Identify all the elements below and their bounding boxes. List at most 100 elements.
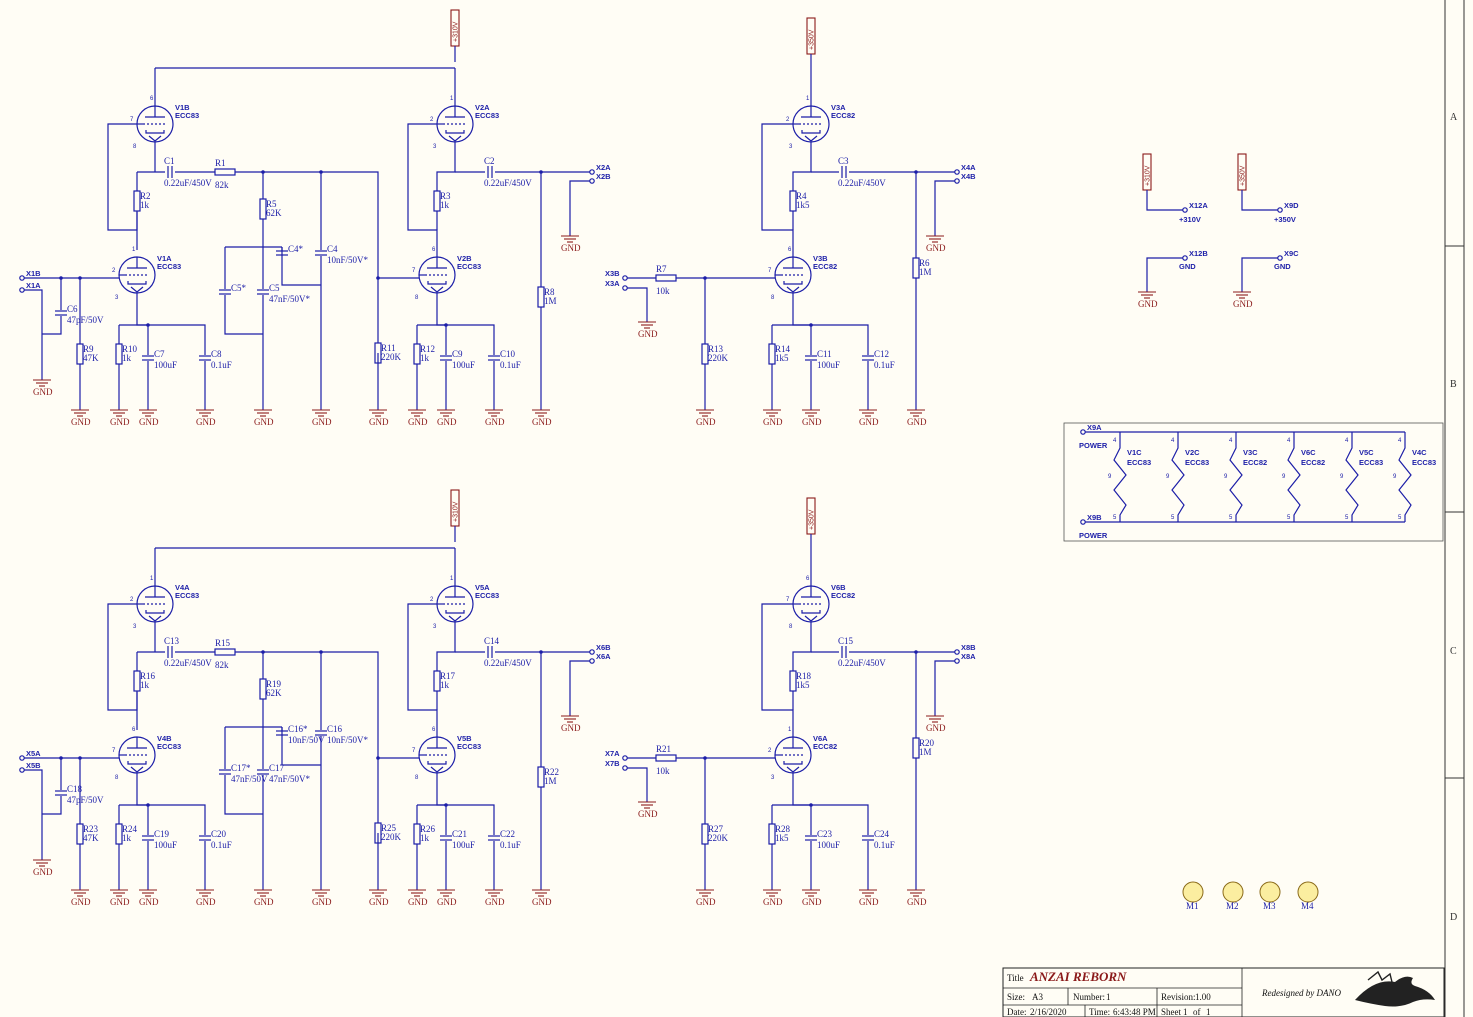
triode-heater (430, 286, 444, 293)
mounting-hole-icon (1222, 881, 1244, 903)
component-value: 100uF (154, 840, 177, 850)
component-ref: C17* (231, 763, 251, 773)
connector-X12B[interactable] (1182, 255, 1188, 261)
connector-X6A[interactable] (589, 658, 595, 664)
wire (407, 603, 438, 737)
component-value: 100uF (817, 360, 840, 370)
connector-X9A[interactable] (1080, 429, 1086, 435)
ground-label: GND (696, 897, 716, 907)
connector-label: X9B (1087, 513, 1102, 522)
triode-heater (448, 615, 462, 622)
triode-heater (148, 615, 162, 622)
ground-label: GND (926, 723, 946, 733)
zone-label: A (1450, 112, 1458, 123)
connector-label: X4A (961, 163, 976, 172)
pin-number: 9 (1282, 474, 1286, 480)
pin-number: 7 (768, 268, 772, 274)
ground-label: GND (110, 417, 130, 427)
wire (1241, 257, 1278, 286)
pin-number: 2 (430, 597, 434, 603)
connector-X3B[interactable] (622, 275, 628, 281)
component-ref: R5 (266, 199, 277, 209)
component-value: 10k (656, 766, 670, 776)
component-ref: C18 (67, 784, 83, 794)
wire (436, 293, 495, 355)
component-value: 47nF/50V* (269, 294, 311, 304)
component-ref: C7 (154, 349, 165, 359)
junction-dot (376, 276, 380, 280)
component-ref: R7 (656, 264, 667, 274)
component-ref: R17 (440, 671, 456, 681)
connector-X4B[interactable] (954, 178, 960, 184)
triode-cathode (783, 761, 803, 765)
connector-X1B[interactable] (19, 275, 25, 281)
heater-type: ECC83 (1412, 458, 1436, 467)
tube-type: ECC83 (175, 591, 199, 600)
wire (24, 769, 43, 854)
component-value: 1k (420, 353, 430, 363)
connector-X2B[interactable] (589, 178, 595, 184)
mounting-hole-icon (1297, 881, 1319, 903)
pin-number: 6 (432, 247, 436, 253)
component-ref: R22 (544, 767, 559, 777)
connector-X9C[interactable] (1277, 255, 1283, 261)
component-ref: R2 (140, 191, 151, 201)
connector-X9D[interactable] (1277, 207, 1283, 213)
component-ref: R27 (708, 824, 724, 834)
connector-X7A[interactable] (622, 755, 628, 761)
connector-label: X7B (605, 759, 620, 768)
connector-X12A[interactable] (1182, 207, 1188, 213)
wire (1241, 190, 1278, 211)
component-ref: R4 (796, 191, 807, 201)
wire (436, 622, 456, 671)
connector-X7B[interactable] (622, 765, 628, 771)
resistor-R1 (214, 168, 236, 176)
ground-label: GND (254, 417, 274, 427)
ground-label: GND (532, 897, 552, 907)
component-value: 10nF/50V* (327, 255, 369, 265)
heater-ref: V1C (1127, 448, 1142, 457)
connector-label: X8B (961, 643, 976, 652)
time-label: Time: (1089, 1007, 1110, 1017)
connector-X8A[interactable] (954, 658, 960, 664)
connector-X3A[interactable] (622, 285, 628, 291)
connector-X1A[interactable] (19, 287, 25, 293)
ground-label: GND (561, 723, 581, 733)
sheet-value: 1 (1183, 1007, 1188, 1017)
component-ref: C10 (500, 349, 516, 359)
triode-heater (448, 135, 462, 142)
resistor-R21 (655, 754, 677, 762)
connector-X4A[interactable] (954, 169, 960, 175)
pin-number: 2 (112, 268, 116, 274)
connector-label: X9D (1284, 201, 1299, 210)
connector-X9B[interactable] (1080, 519, 1086, 525)
component-value: 82k (215, 180, 229, 190)
triode-cathode (783, 281, 803, 285)
mount-label: M1 (1186, 901, 1199, 911)
wire (627, 767, 648, 796)
component-ref: R6 (919, 258, 930, 268)
connector-X5B[interactable] (19, 767, 25, 773)
pin-number: 4 (1229, 438, 1233, 444)
connector-X6B[interactable] (589, 649, 595, 655)
wire (792, 142, 812, 191)
zone-label: D (1450, 912, 1457, 923)
component-value: 0.22uF/450V (838, 178, 886, 188)
pin-number: 4 (1113, 438, 1117, 444)
heater-ref: V2C (1185, 448, 1200, 457)
resistor-R7 (655, 274, 677, 282)
connector-X5A[interactable] (19, 755, 25, 761)
component-ref: C24 (874, 829, 890, 839)
tube-type: ECC83 (475, 111, 499, 120)
component-value: 1k (420, 833, 430, 843)
connector-X2A[interactable] (589, 169, 595, 175)
connector-X8B[interactable] (954, 649, 960, 655)
pin-number: 8 (415, 775, 419, 781)
component-value: 1k5 (796, 680, 810, 690)
ground-label: GND (71, 897, 91, 907)
component-ref: C19 (154, 829, 170, 839)
component-ref: C23 (817, 829, 833, 839)
component-value: 1k5 (775, 353, 789, 363)
ground-label: GND (802, 897, 822, 907)
heater-type: ECC82 (1301, 458, 1325, 467)
